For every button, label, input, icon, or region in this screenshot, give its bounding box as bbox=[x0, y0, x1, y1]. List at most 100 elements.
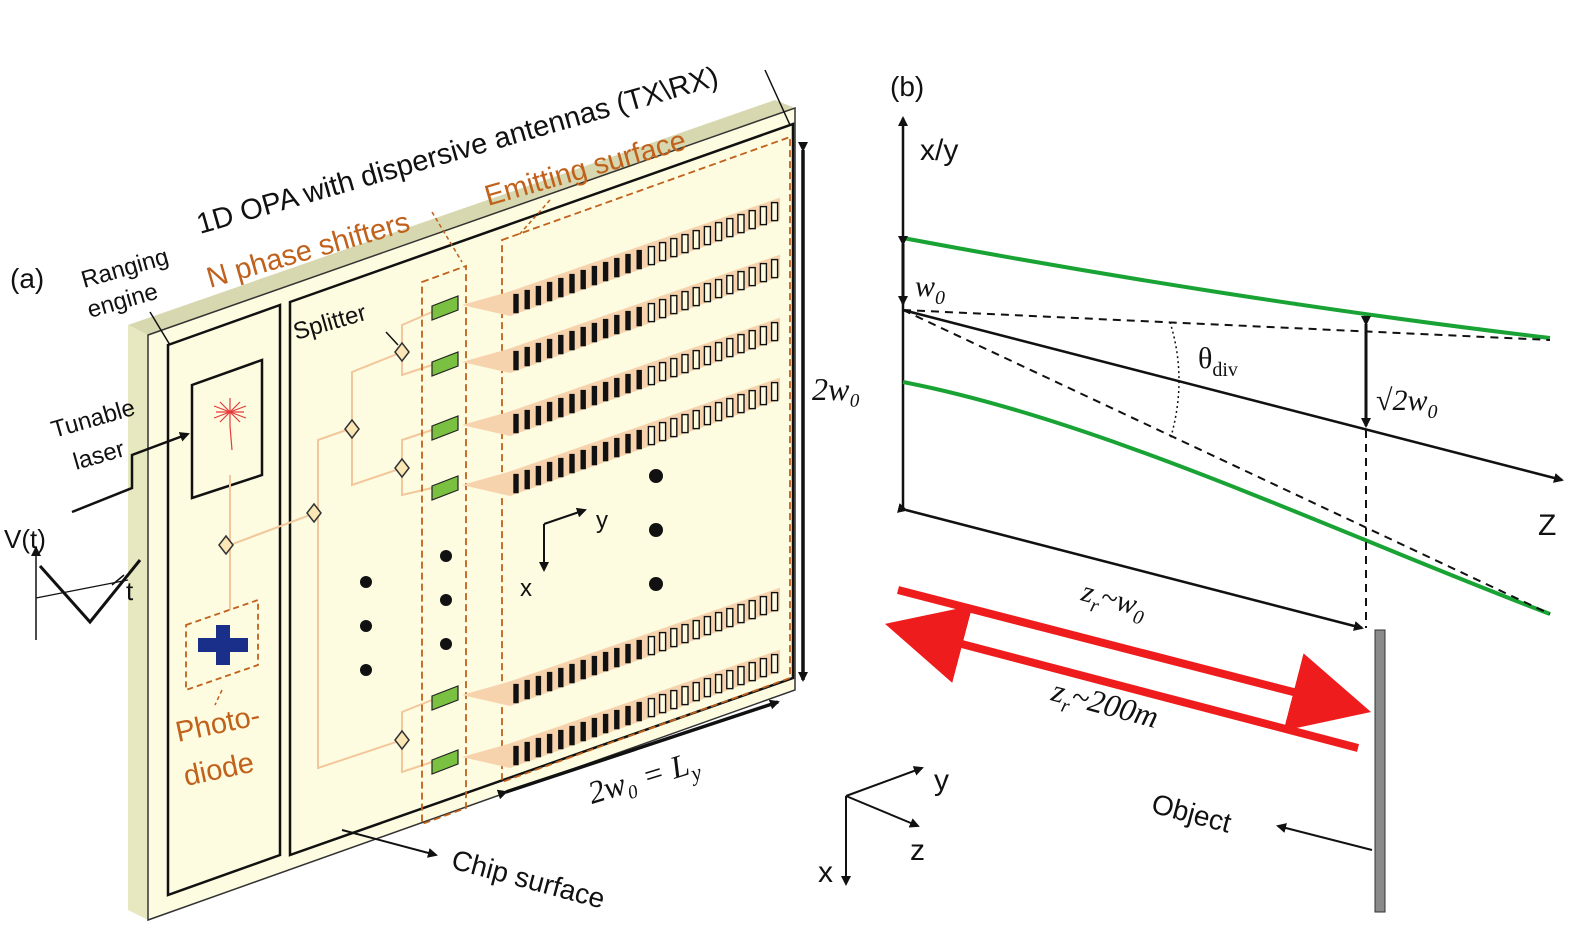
triad-x: x bbox=[818, 856, 833, 889]
antenna-row bbox=[462, 254, 780, 373]
antenna-waveguide-band bbox=[462, 317, 780, 436]
antenna-element bbox=[580, 721, 586, 742]
antenna-element bbox=[681, 290, 689, 311]
splitters bbox=[218, 341, 410, 751]
splitter-leader bbox=[385, 331, 399, 346]
antenna-element bbox=[636, 249, 642, 270]
antenna-element bbox=[569, 725, 575, 746]
ellipsis-dots bbox=[360, 469, 663, 676]
antenna-element bbox=[748, 266, 756, 287]
antenna-element bbox=[647, 302, 656, 323]
antenna-element bbox=[748, 389, 756, 410]
antenna-element bbox=[558, 397, 564, 418]
antenna-element bbox=[714, 221, 723, 242]
antenna-element bbox=[580, 326, 586, 347]
antenna-element bbox=[614, 709, 620, 730]
antenna-element bbox=[524, 741, 530, 762]
antenna-element bbox=[569, 393, 575, 414]
antenna-element bbox=[614, 257, 620, 278]
antenna-element bbox=[513, 473, 519, 494]
antenna-element bbox=[513, 413, 519, 434]
chip-surface-arrow bbox=[341, 829, 438, 858]
chip-axis-y: y bbox=[596, 507, 608, 534]
tunable-label-1: Tunable bbox=[48, 394, 138, 444]
antenna-element bbox=[569, 663, 575, 684]
beam-upper bbox=[902, 236, 1551, 340]
antenna-element bbox=[636, 429, 642, 450]
antenna-element bbox=[681, 413, 689, 434]
antenna-element bbox=[770, 321, 779, 342]
antenna-element bbox=[658, 241, 667, 262]
phase-shifter-leader bbox=[431, 211, 463, 263]
antenna-element bbox=[737, 333, 745, 354]
object-arrow bbox=[1276, 823, 1373, 851]
antenna-element bbox=[614, 437, 620, 458]
antenna-element bbox=[591, 717, 598, 738]
antenna-element bbox=[546, 671, 553, 692]
antenna-element bbox=[591, 385, 598, 406]
antenna-element bbox=[658, 421, 667, 442]
chip-axis-x: x bbox=[520, 575, 532, 602]
object-plate bbox=[1374, 629, 1386, 913]
antenna-element bbox=[770, 653, 779, 674]
antenna-element bbox=[737, 665, 745, 686]
antenna-element bbox=[759, 657, 768, 678]
antenna-element bbox=[558, 729, 564, 750]
antenna-element bbox=[681, 623, 689, 644]
antenna-element bbox=[558, 334, 564, 355]
antenna-element bbox=[748, 329, 756, 350]
tunable-label-2: laser bbox=[70, 435, 127, 475]
emitting-surface-region bbox=[501, 135, 791, 784]
antenna-element bbox=[524, 409, 530, 430]
antenna-element bbox=[535, 737, 542, 758]
time-label: t bbox=[126, 576, 134, 606]
antenna-element bbox=[558, 277, 564, 298]
vertical-axis-label: x/y bbox=[920, 134, 958, 167]
antenna-element bbox=[625, 643, 631, 664]
antenna-row bbox=[462, 377, 780, 496]
antenna-element bbox=[535, 675, 542, 696]
antenna-element bbox=[580, 389, 586, 410]
rayleigh-distance-arrow bbox=[897, 503, 1364, 631]
antenna-element bbox=[692, 286, 700, 307]
phase-shifter bbox=[431, 415, 459, 441]
antenna-element bbox=[703, 405, 712, 426]
antenna-element bbox=[580, 269, 586, 290]
antenna-element bbox=[647, 425, 656, 446]
splitter bbox=[218, 534, 234, 556]
antenna-element bbox=[737, 213, 745, 234]
antenna-element bbox=[546, 461, 553, 482]
antenna-row bbox=[462, 197, 780, 316]
antenna-element bbox=[658, 631, 667, 652]
photodiode-leader bbox=[214, 689, 223, 706]
antenna-element bbox=[524, 679, 530, 700]
antenna-element bbox=[681, 685, 689, 706]
antenna-element bbox=[770, 381, 779, 402]
antenna-element bbox=[692, 229, 700, 250]
splitter bbox=[344, 418, 360, 440]
antenna-element bbox=[546, 401, 553, 422]
splitter bbox=[394, 341, 410, 363]
panel-a-tag: (a) bbox=[10, 263, 44, 294]
panel-b-tag: (b) bbox=[890, 71, 924, 102]
antenna-element bbox=[670, 627, 678, 648]
antenna-element bbox=[670, 237, 678, 258]
antenna-waveguide-band bbox=[462, 377, 780, 496]
antenna-element bbox=[524, 469, 530, 490]
rayleigh-width-label: √2w0 bbox=[1376, 384, 1437, 423]
chip-surface-label: Chip surface bbox=[448, 844, 608, 915]
antenna-element bbox=[759, 205, 768, 226]
antenna-element bbox=[726, 217, 734, 238]
antenna-element bbox=[602, 261, 609, 282]
antenna-waveguide-band bbox=[462, 587, 780, 706]
antenna-element bbox=[737, 393, 745, 414]
antenna-waveguide-band bbox=[462, 254, 780, 373]
waist-label: w0 bbox=[915, 270, 945, 309]
antenna-element bbox=[558, 457, 564, 478]
antenna-element bbox=[625, 310, 631, 331]
antenna-element bbox=[535, 285, 542, 306]
antenna-element bbox=[670, 294, 678, 315]
antenna-element bbox=[759, 385, 768, 406]
opa-area-box bbox=[288, 122, 795, 857]
antenna-element bbox=[703, 345, 712, 366]
